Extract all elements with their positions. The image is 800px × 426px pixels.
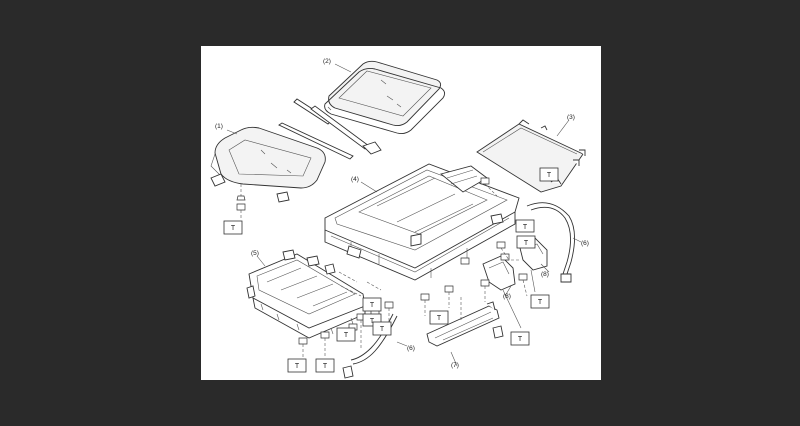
torque-box-12: T [287, 358, 307, 373]
svg-text:T: T [231, 225, 236, 232]
svg-text:T: T [380, 326, 385, 333]
svg-text:T: T [437, 315, 442, 322]
torque-box-2: T [539, 167, 559, 182]
callout-6b: (6) [407, 345, 415, 352]
svg-text:T: T [370, 302, 375, 309]
torque-box-13: T [315, 358, 335, 373]
callout-2: (2) [323, 58, 331, 65]
torque-box-6: T [510, 331, 530, 346]
torque-box-11: T [429, 310, 449, 325]
torque-box-5: T [530, 294, 550, 309]
deflector-strips [278, 98, 382, 160]
svg-text:T: T [323, 363, 328, 370]
svg-text:T: T [523, 224, 528, 231]
part-5-front-assembly [246, 249, 366, 339]
torque-box-3: T [515, 219, 535, 233]
part-4-frame-assembly [324, 163, 520, 281]
callout-7: (7) [451, 362, 459, 369]
leader-lines [226, 63, 582, 367]
bolt-fasteners [236, 177, 528, 345]
svg-text:T: T [344, 332, 349, 339]
part-2-glass-panel [324, 60, 446, 135]
torque-box-10: T [372, 321, 392, 336]
callout-4: (4) [351, 176, 359, 183]
callout-8a: (8) [503, 293, 511, 300]
torque-markers: T T T T T T T T T T T T T [223, 167, 559, 373]
torque-box-4: T [516, 235, 536, 249]
callout-labels: (1) (2) (3) (4) (5) (6) (6) (7) (8) (8) [215, 58, 589, 369]
torque-box-9: T [336, 327, 356, 342]
callout-6a: (6) [581, 240, 589, 247]
svg-text:T: T [547, 172, 552, 179]
svg-text:T: T [295, 363, 300, 370]
callout-3: (3) [567, 114, 575, 121]
svg-text:T: T [518, 336, 523, 343]
callout-1: (1) [215, 123, 223, 130]
part-3-sunshade [476, 119, 586, 193]
diagram-sheet: (1) (2) (3) (4) (5) (6) (6) (7) (8) (8) … [201, 46, 601, 380]
torque-box-7: T [362, 297, 382, 312]
part-1-front-glass [210, 126, 326, 203]
part-7-rear-bracket [426, 296, 504, 347]
callout-8b: (8) [541, 271, 549, 278]
torque-box-1: T [223, 220, 243, 235]
svg-text:T: T [524, 240, 529, 247]
sunroof-exploded-view: (1) (2) (3) (4) (5) (6) (6) (7) (8) (8) … [210, 58, 589, 379]
svg-text:T: T [538, 299, 543, 306]
callout-5: (5) [251, 250, 259, 257]
svg-text:T: T [370, 318, 375, 325]
